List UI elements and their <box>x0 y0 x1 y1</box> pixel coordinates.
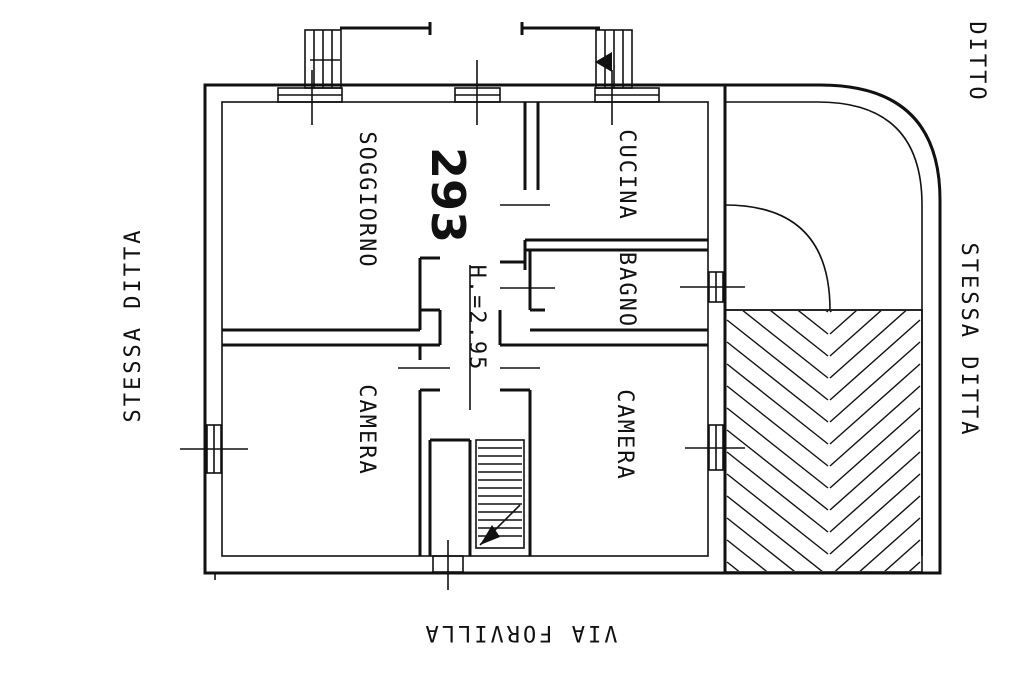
hatch-line <box>829 407 921 489</box>
hatch-line <box>726 385 829 467</box>
staircase <box>475 439 525 549</box>
boundary-label-top-right: DITTO <box>964 21 989 102</box>
hatch-line <box>829 451 921 533</box>
hatch-line <box>726 341 829 423</box>
hatch-line <box>829 385 921 467</box>
hatch-line <box>825 311 829 313</box>
hatch-line <box>742 311 829 379</box>
hatch-line <box>797 311 829 335</box>
herringbone-hatching <box>724 309 923 573</box>
hatch-line <box>829 311 857 335</box>
hatch-line <box>726 363 829 445</box>
room-label-soggiorno: SOGGIORNO <box>354 131 379 268</box>
hatch-line <box>829 311 907 379</box>
terrace <box>724 83 942 575</box>
hatch-line <box>829 363 921 445</box>
room-labels: SOGGIORNO CUCINA BAGNO CAMERA CAMERA <box>354 129 639 480</box>
hatch-line <box>726 495 823 571</box>
hatch-line <box>726 473 829 555</box>
hatch-line <box>726 517 796 571</box>
room-label-camera-right: CAMERA <box>612 389 637 480</box>
hatch-line <box>726 407 829 489</box>
hatch-line <box>829 429 921 511</box>
door-marks <box>214 204 555 580</box>
hatch-line <box>726 319 829 401</box>
street-label-bottom: VIA FORVILLA <box>423 620 618 645</box>
hatch-line <box>834 495 921 571</box>
boundary-label-left: STESSA DITTA <box>121 228 146 423</box>
interior-walls <box>222 102 708 556</box>
room-label-bagno: BAGNO <box>614 252 639 328</box>
hatch-line <box>829 311 833 313</box>
hatch-line <box>726 539 768 571</box>
hatch-line <box>726 451 829 533</box>
hatch-line <box>829 311 882 357</box>
room-label-cucina: CUCINA <box>614 129 639 220</box>
hatch-line <box>829 341 921 423</box>
room-label-camera-left: CAMERA <box>354 384 379 475</box>
hatch-line <box>884 539 921 571</box>
hatch-line <box>829 473 921 555</box>
hatch-line <box>859 517 921 571</box>
hatch-line <box>829 319 921 401</box>
height-note: H.=2.95 <box>464 265 489 372</box>
top-windows <box>277 22 660 125</box>
boundary-label-right: STESSA DITTA <box>956 243 981 438</box>
side-windows <box>180 271 745 590</box>
hatch-line <box>726 429 829 511</box>
sheet-number: 293 <box>421 147 475 243</box>
hatch-line <box>770 311 829 357</box>
